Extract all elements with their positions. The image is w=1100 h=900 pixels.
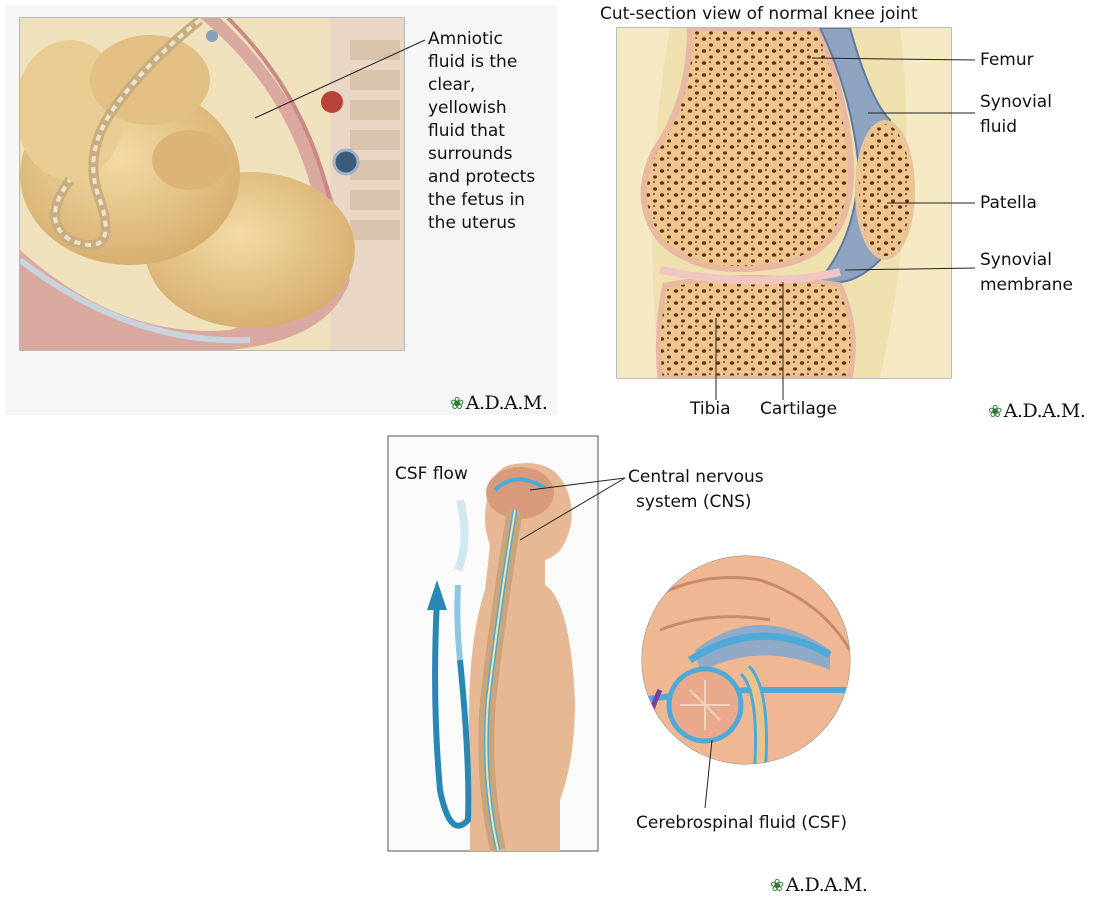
label-patella: Patella — [980, 192, 1037, 215]
adam-logo: ❀A.D.A.M. — [450, 392, 547, 414]
caption-line: the uterus — [428, 212, 535, 235]
label-tibia: Tibia — [690, 398, 731, 421]
label-synovial-membrane: Synovial — [980, 249, 1052, 272]
knee-title: Cut-section view of normal knee joint — [600, 3, 918, 26]
caption-line: yellowish — [428, 97, 535, 120]
logo-text: A.D.A.M. — [786, 874, 868, 896]
label-cns: Central nervous — [628, 466, 764, 489]
leaf-icon: ❀ — [988, 402, 1002, 422]
leaf-icon: ❀ — [770, 876, 784, 896]
leaf-icon: ❀ — [450, 394, 464, 414]
logo-text: A.D.A.M. — [466, 392, 548, 414]
label-synovial-fluid: Synovial — [980, 91, 1052, 114]
label-cartilage: Cartilage — [760, 398, 837, 421]
label-cns-2: system (CNS) — [636, 491, 752, 514]
caption-line: surrounds — [428, 143, 535, 166]
adam-logo: ❀A.D.A.M. — [988, 400, 1085, 422]
amniotic-caption: Amniotic fluid is the clear, yellowish f… — [428, 28, 535, 235]
label-csf: Cerebrospinal fluid (CSF) — [636, 812, 847, 835]
label-synovial-fluid-2: fluid — [980, 116, 1017, 139]
logo-text: A.D.A.M. — [1004, 400, 1086, 422]
caption-line: the fetus in — [428, 189, 535, 212]
label-femur: Femur — [980, 49, 1034, 72]
caption-line: fluid is the — [428, 51, 535, 74]
caption-line: clear, — [428, 74, 535, 97]
label-csf-flow: CSF flow — [395, 463, 468, 486]
adam-logo: ❀A.D.A.M. — [770, 874, 867, 896]
label-synovial-membrane-2: membrane — [980, 274, 1073, 297]
caption-line: Amniotic — [428, 28, 535, 51]
caption-line: fluid that — [428, 120, 535, 143]
caption-line: and protects — [428, 166, 535, 189]
